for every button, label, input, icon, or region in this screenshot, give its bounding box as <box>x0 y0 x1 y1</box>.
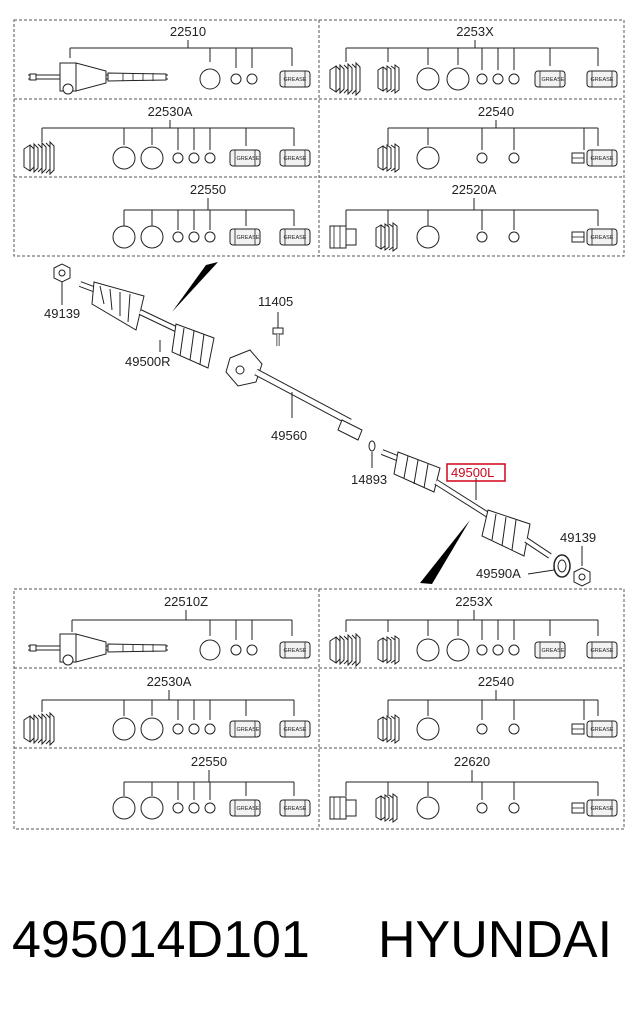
panel-22550-top: 22550 GREASE GREASE <box>112 182 311 249</box>
panel-22540-bottom: 22540 GREASE <box>377 674 618 744</box>
panel-22510: 22510 GREASE <box>28 24 311 94</box>
grease-label: GREASE <box>284 648 307 654</box>
grease-label: GREASE <box>591 156 614 162</box>
grease-label: GREASE <box>237 156 260 162</box>
grease-label: GREASE <box>542 77 565 83</box>
left-shaft-part <box>380 449 552 559</box>
bottom-panel-group <box>13 588 625 830</box>
nut-lower-part <box>573 546 591 587</box>
panel-code: 2253X <box>456 24 494 39</box>
panel-22540-top: 22540 GREASE <box>377 104 618 173</box>
intermediate-shaft-part <box>225 349 363 441</box>
callout-snap-ring: 14893 <box>351 472 387 487</box>
callout-tone-ring: 49590A <box>476 566 521 581</box>
panel-22520A: 22520A GREASE <box>329 182 618 252</box>
callout-right-shaft: 49500R <box>125 354 171 369</box>
panel-code: 22540 <box>478 104 514 119</box>
panel-code: 22540 <box>478 674 514 689</box>
brand-name: HYUNDAI <box>378 911 613 969</box>
snap-ring-part <box>368 440 376 468</box>
panel-22530A-bottom: 22530A GREASE GREASE <box>23 674 311 746</box>
panel-code: 22530A <box>148 104 193 119</box>
panel-code: 22550 <box>190 182 226 197</box>
panel-code: 22520A <box>452 182 497 197</box>
bolt-part <box>272 312 284 346</box>
tone-ring-part <box>527 554 571 578</box>
panel-code: 2253X <box>455 594 493 609</box>
panel-code: 22530A <box>147 674 192 689</box>
panel-code: 22620 <box>454 754 490 769</box>
exploded-parts-diagram: 22510 GREASE 2253X GREASE GREASE 22530A … <box>13 19 625 830</box>
grease-label: GREASE <box>237 727 260 733</box>
grease-label: GREASE <box>591 235 614 241</box>
caption-bar: 495014D101 HYUNDAI <box>0 900 638 980</box>
grease-label: GREASE <box>284 727 307 733</box>
panel-22620: 22620 GREASE <box>329 754 618 823</box>
panel-22530A-top: 22530A GREASE GREASE <box>23 104 311 175</box>
panel-22550-bottom: 22550 GREASE GREASE <box>112 754 311 820</box>
grease-label: GREASE <box>591 648 614 654</box>
panel-2253X-bottom: 2253X GREASE GREASE <box>329 594 618 667</box>
top-panel-group <box>13 19 625 257</box>
center-assembly: 49139 49500R 11405 <box>44 262 596 587</box>
panel-code: 22550 <box>191 754 227 769</box>
callout-intermediate-shaft: 49560 <box>271 428 307 443</box>
callout-left-shaft-highlight <box>446 463 506 482</box>
grease-label: GREASE <box>284 156 307 162</box>
nut-upper-part <box>53 263 71 305</box>
grease-label: GREASE <box>237 806 260 812</box>
part-number: 495014D101 <box>12 911 310 969</box>
grease-label: GREASE <box>284 235 307 241</box>
grease-label: GREASE <box>591 806 614 812</box>
grease-label: GREASE <box>591 727 614 733</box>
callout-left-shaft: 49500L <box>451 465 494 480</box>
callout-nut-upper: 49139 <box>44 306 80 321</box>
grease-label: GREASE <box>591 77 614 83</box>
grease-label: GREASE <box>237 235 260 241</box>
panel-code: 22510Z <box>164 594 208 609</box>
panel-code: 22510 <box>170 24 206 39</box>
panel-22510Z: 22510Z GREASE <box>28 594 311 665</box>
right-shaft-part <box>78 281 215 369</box>
callout-bolt: 11405 <box>258 294 293 309</box>
grease-label: GREASE <box>284 806 307 812</box>
grease-label: GREASE <box>542 648 565 654</box>
panel-2253X-top: 2253X GREASE GREASE <box>329 24 618 96</box>
grease-label: GREASE <box>284 77 307 83</box>
callout-nut-lower: 49139 <box>560 530 596 545</box>
